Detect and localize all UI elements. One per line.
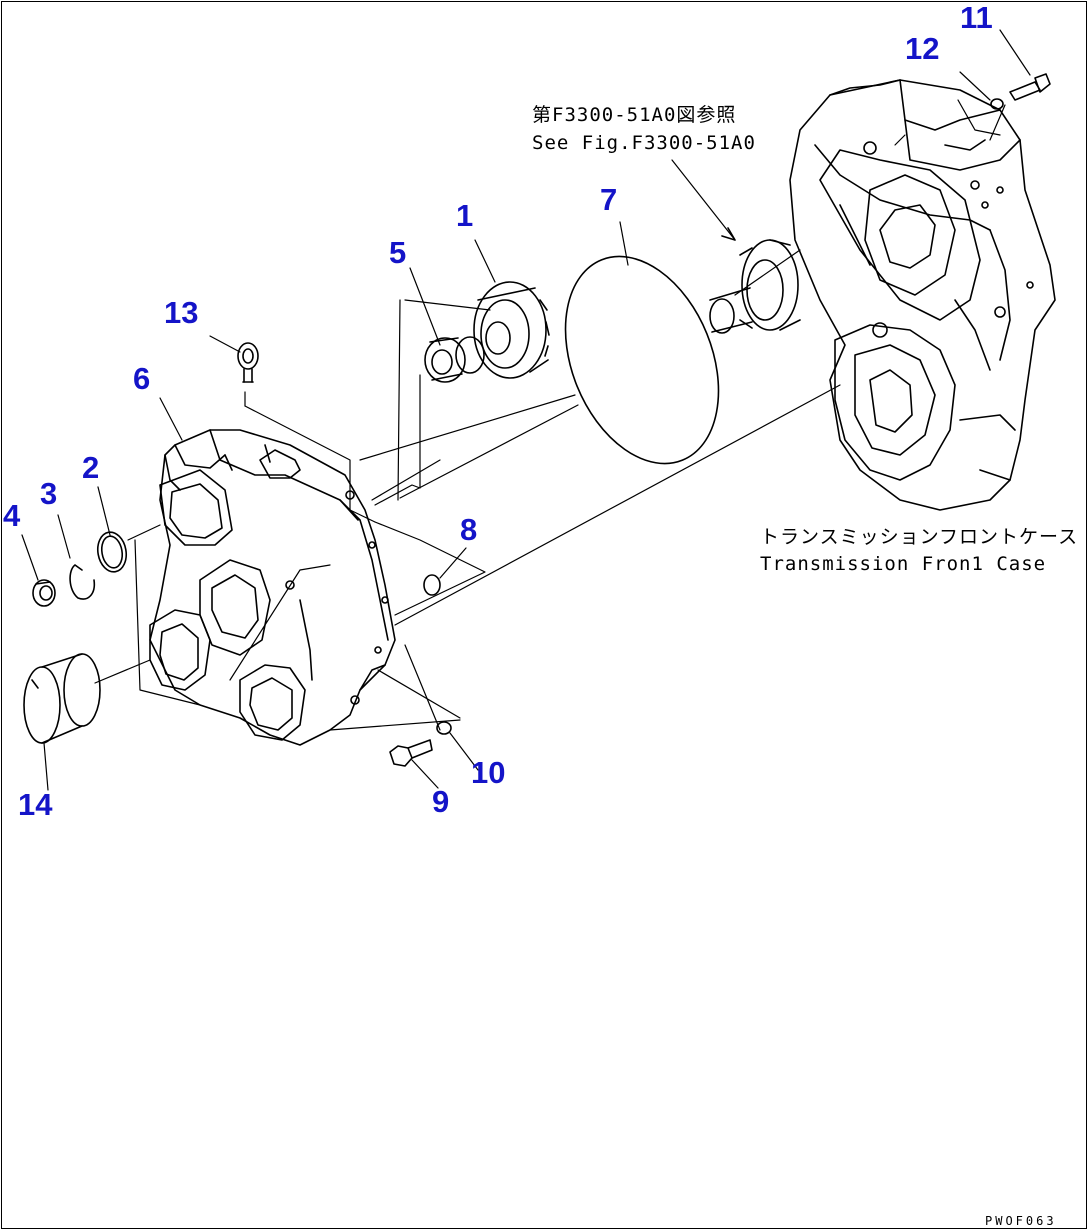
o-ring-7	[564, 255, 720, 465]
callout-10: 10	[471, 755, 506, 790]
callout-13: 13	[164, 295, 199, 330]
pin-8	[423, 574, 441, 596]
callout-8: 8	[460, 512, 478, 547]
bolt-11	[1009, 73, 1051, 101]
callout-14: 14	[18, 787, 53, 822]
referenced-shaft	[709, 239, 801, 334]
reference-note-en: See Fig.F3300-51A0	[532, 132, 756, 154]
case-label-jp: トランスミッションフロントケース	[760, 526, 1079, 548]
callout-12: 12	[905, 31, 940, 66]
callout-2: 2	[82, 450, 100, 485]
assembly-lines	[94, 99, 1006, 731]
snap-ring-2	[96, 531, 128, 573]
nut-4	[32, 579, 56, 607]
drawing-code: PWOF063	[985, 1214, 1057, 1228]
gear-1	[473, 281, 550, 379]
eye-bolt-13	[237, 342, 259, 383]
callout-6: 6	[133, 361, 151, 396]
washer-10	[436, 721, 452, 735]
bearing-5	[424, 336, 485, 383]
bolt-9	[389, 739, 433, 767]
callout-leaders	[21, 29, 1031, 791]
reference-note-jp: 第F3300-51A0図参照	[532, 104, 737, 126]
transmission-front-case	[789, 79, 1056, 511]
callout-4: 4	[3, 498, 21, 533]
callout-1: 1	[456, 198, 474, 233]
case-label-en: Transmission Fron1 Case	[760, 553, 1047, 575]
callout-7: 7	[600, 182, 618, 217]
callout-3: 3	[40, 476, 58, 511]
callout-5: 5	[389, 235, 407, 270]
circlip-3	[69, 564, 96, 600]
washer-12	[990, 98, 1004, 110]
callout-9: 9	[432, 784, 450, 819]
seal-14	[23, 653, 101, 744]
transmission-case-6	[149, 429, 396, 746]
callout-11: 11	[960, 0, 993, 35]
